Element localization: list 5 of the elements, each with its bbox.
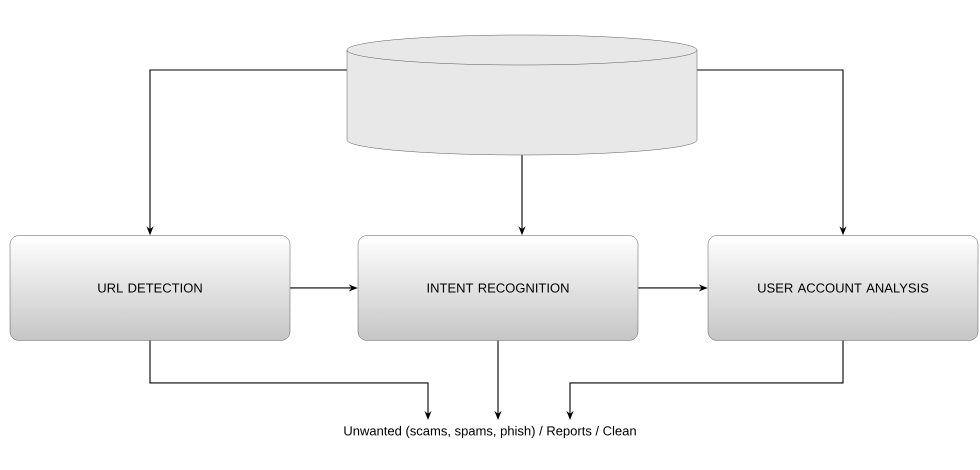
process-box: URL DETECTION [10,235,290,341]
database-cylinder [346,34,698,156]
output-text: Unwanted (scams, spams, phish) / Reports / Clean [344,426,636,438]
process-box: USER ACCOUNT ANALYSIS [708,235,978,341]
process-box: INTENT RECOGNITION [358,235,638,341]
